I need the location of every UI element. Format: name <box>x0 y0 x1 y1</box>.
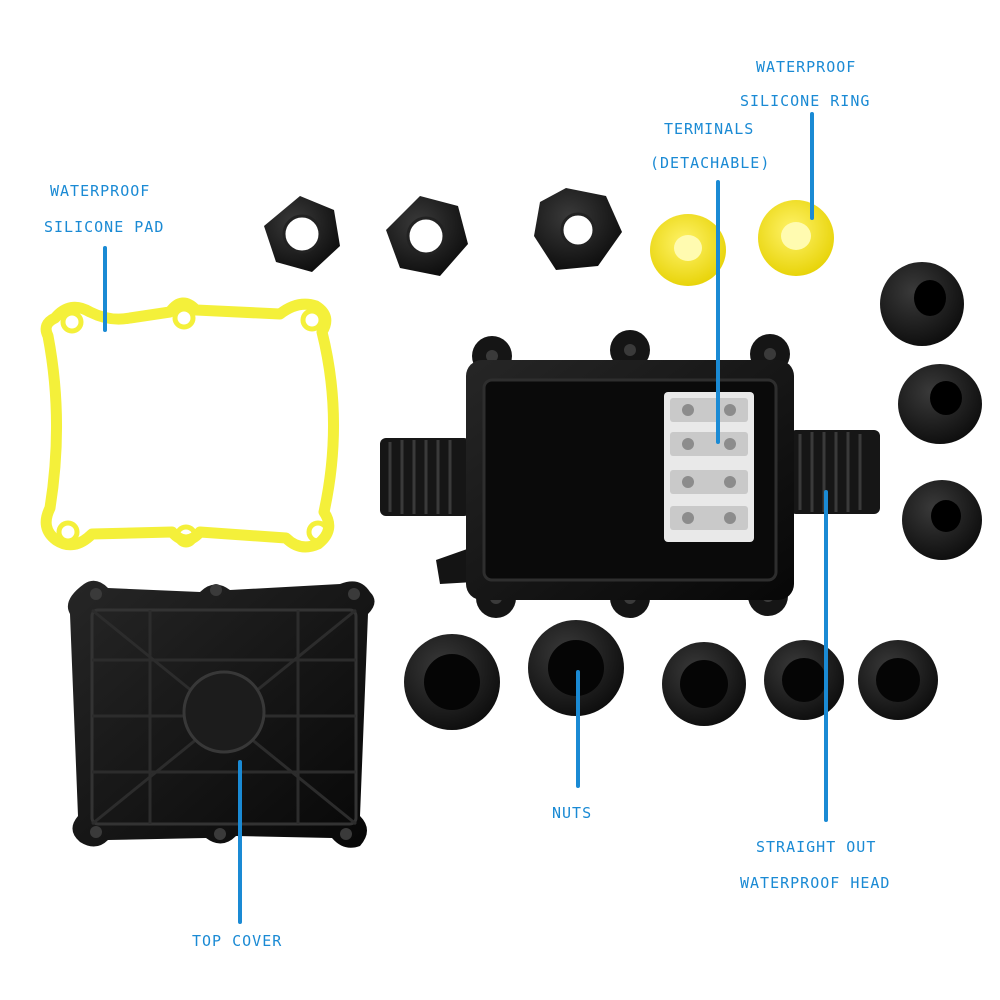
label-silicone-pad-line2: SILICONE PAD <box>44 218 165 236</box>
hex-nut-1 <box>264 196 340 272</box>
silicone-ring-1 <box>650 214 726 286</box>
cable-gland-bottom-3 <box>662 642 746 726</box>
cable-gland-bottom-5 <box>858 640 938 720</box>
label-silicone-pad-line1: WATERPROOF <box>50 182 151 200</box>
cable-gland-right-1 <box>880 262 964 346</box>
label-terminals-line2: (DETACHABLE) <box>650 154 771 172</box>
junction-box <box>380 330 880 618</box>
label-silicone-ring-line2: SILICONE RING <box>740 92 871 110</box>
cable-gland-right-2 <box>898 364 982 444</box>
label-silicone-ring-line1: WATERPROOF <box>756 58 857 76</box>
label-straight-out-line2: WATERPROOF HEAD <box>740 874 891 892</box>
pointer-top-cover <box>238 760 242 924</box>
label-top-cover: TOP COVER <box>192 932 283 950</box>
pointer-silicone-ring <box>810 112 814 220</box>
pointer-straight-out-head <box>824 490 828 822</box>
silicone-ring-2 <box>758 200 834 276</box>
pointer-terminals <box>716 180 720 444</box>
top-cover <box>67 580 375 848</box>
pointer-nuts <box>576 670 580 788</box>
silicone-pad <box>40 297 339 553</box>
label-nuts: NUTS <box>552 804 593 822</box>
label-straight-out-line1: STRAIGHT OUT <box>756 838 877 856</box>
cable-gland-right-3 <box>902 480 982 560</box>
label-terminals-line1: TERMINALS <box>664 120 755 138</box>
cable-gland-bottom-2 <box>528 620 624 716</box>
hex-nut-3 <box>534 188 622 270</box>
cable-gland-bottom-1 <box>404 634 500 730</box>
cable-gland-bottom-4 <box>764 640 844 720</box>
hex-nut-2 <box>386 196 468 276</box>
pointer-silicone-pad <box>103 246 107 332</box>
terminal-block <box>664 392 754 542</box>
